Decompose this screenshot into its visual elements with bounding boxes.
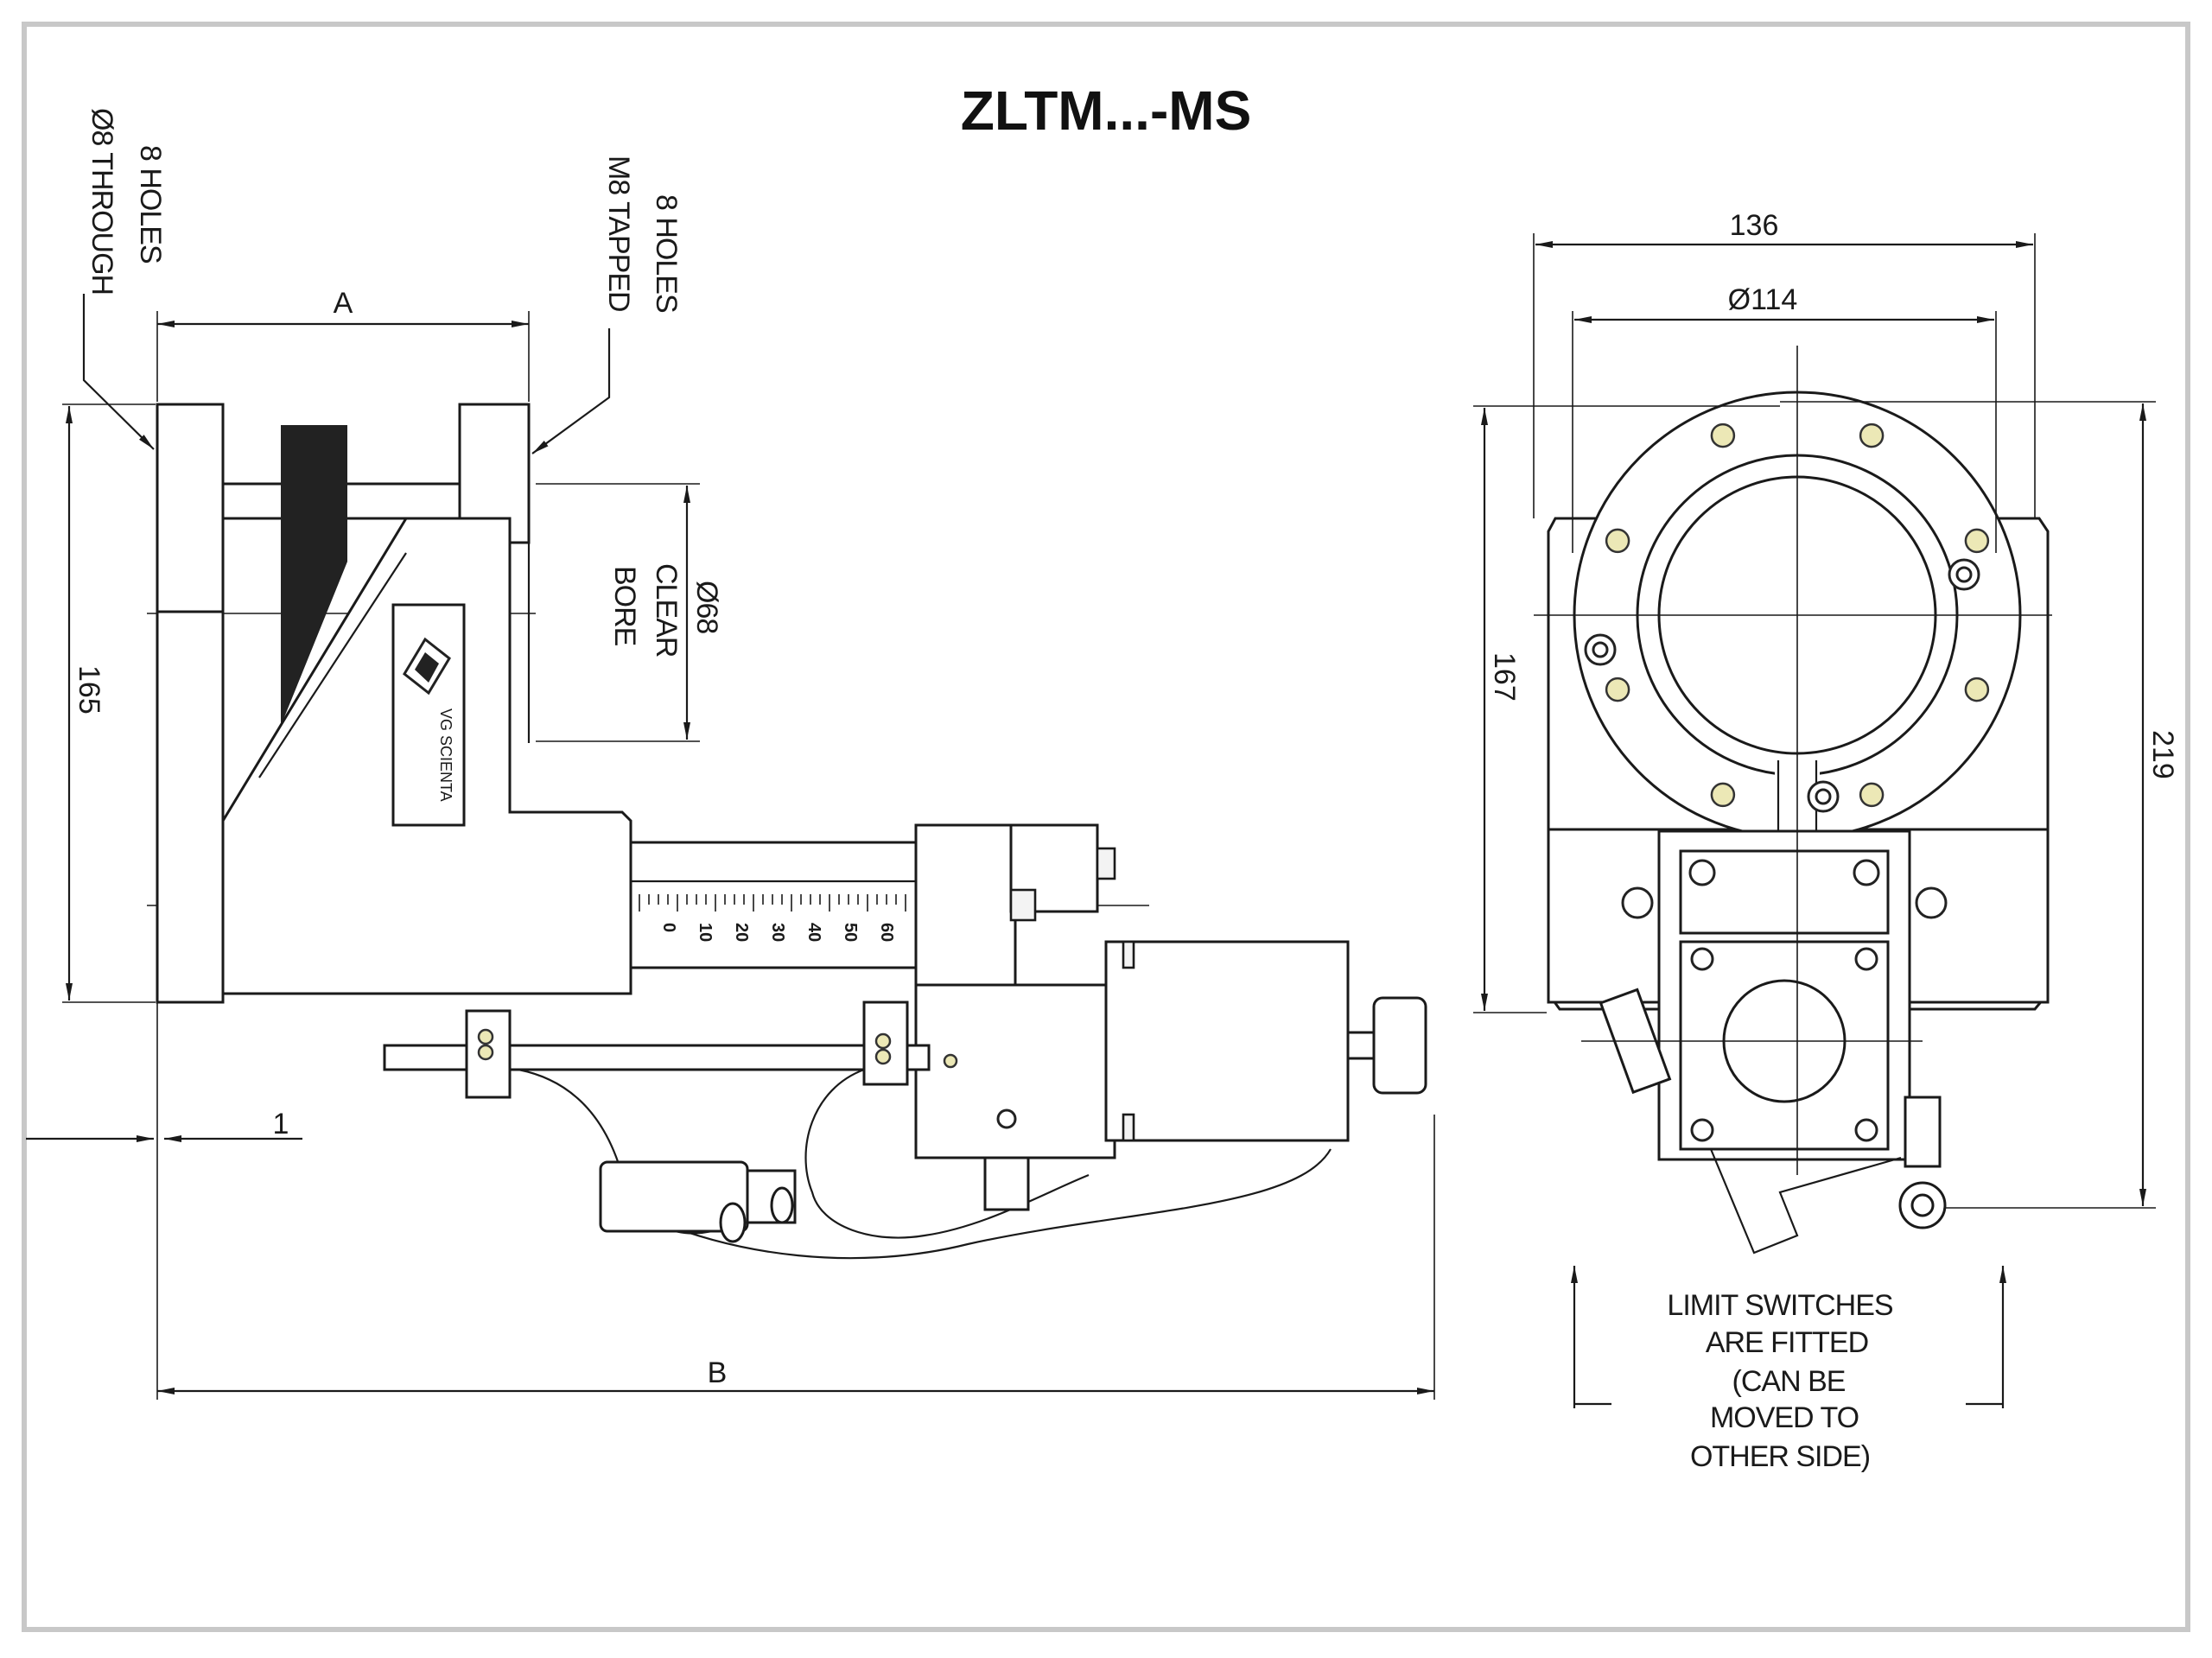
housing-screw [996,1109,1017,1129]
bracket-screw-2 [1009,888,1037,922]
motor-bracket [914,823,1017,1017]
scale-label: 10 [696,923,715,942]
scale-ticks [639,894,906,912]
limit-switch-right [862,1001,909,1086]
bore-note-3: BORE [608,566,641,646]
face-screw-bl [1690,1118,1714,1142]
bore-note-2: CLEAR [650,563,683,657]
flange-screw-bottom-core [1815,788,1832,805]
bolt-hole [1710,422,1736,448]
limit-note-1: LIMIT SWITCHES [1667,1289,1892,1322]
carriage-edge [258,552,407,778]
limit-note-5: OTHER SIDE) [1690,1440,1870,1473]
end-view: 136 Ø114 167 219 LIMIT SWITCHES ARE FITT… [1473,209,2179,1473]
switch-body [1904,1096,1942,1168]
connector-plug [719,1202,747,1243]
dim-167-label: 167 [1488,652,1521,702]
scale-label: 40 [804,923,823,942]
flange-screw-left-core [1592,641,1609,658]
drive-rail [629,841,918,969]
bolt-hole [1859,422,1885,448]
logo-icon [403,637,451,696]
cable-clamp [983,1156,1030,1211]
face-screw-tr [1854,947,1878,971]
switch-terminal [477,1028,494,1045]
motor-can [1104,940,1350,1142]
flange-lower [156,610,225,1004]
hole-note-right-2: M8 TAPPED [602,156,635,312]
limit-note-3: (CAN BE [1732,1365,1846,1398]
hole-note-left-1: 8 HOLES [134,145,167,264]
scale-label: 60 [877,923,896,942]
drawing-title: ZLTM...-MS [961,79,1252,142]
motor-tab-top [1122,940,1135,969]
bolt-hole [1710,782,1736,808]
leader-left [82,294,155,450]
connector-plug-2 [770,1186,794,1224]
bolt-hole [1605,677,1630,702]
dim-136-label: 136 [1730,209,1779,242]
logo-icon-fill [415,652,439,683]
logo-text: VG SCIENTA [437,708,454,802]
switch-roller-core [1910,1193,1935,1217]
page-border [22,22,2190,1632]
block-screw-left [1621,886,1654,919]
hole-note-left-2: Ø8 THROUGH [86,108,118,295]
switch-terminal-4 [874,1048,892,1065]
knob [1372,996,1427,1095]
bolt-holes [1605,422,1990,808]
hole-note-right-1: 8 HOLES [650,194,683,313]
bolt-hole [1964,677,1990,702]
mount-screw-tr [1853,859,1880,886]
logo-plate [391,603,466,827]
dim-1-label: 1 [273,1108,289,1140]
dim-219-label: 219 [2146,730,2179,779]
cable-motor [621,1148,1332,1260]
face-screw-tl [1690,947,1714,971]
motor-tab-bottom [1122,1113,1135,1142]
bolt-hole [1859,782,1885,808]
scale-label: 30 [768,923,787,942]
mount-screw-tl [1688,859,1716,886]
motor-housing [914,983,1116,1159]
switch-bracket [1709,1148,1902,1255]
bolt-hole [1964,528,1990,554]
bellows-band [281,425,347,726]
dim-165-label: 165 [73,665,105,715]
shaft-collar [1346,1031,1376,1060]
dim-A-label: A [334,287,353,320]
side-view: VG SCIENTA 010203040506070 [26,108,1435,1400]
bracket-screw [1096,847,1116,880]
scale-label: 50 [841,923,860,942]
flange-screw-right-core [1955,566,1973,583]
scale-label: 0 [659,923,678,932]
face-screw-br [1854,1118,1878,1142]
dim-B-label: B [708,1356,728,1389]
switch-terminal-2 [477,1044,494,1061]
leader-right [531,328,611,454]
scale-label: 20 [732,923,751,942]
indicator-dot [943,1053,958,1069]
motor-mount-top [1679,849,1890,935]
block-screw-right [1915,886,1948,919]
dim-114-label: Ø114 [1728,283,1798,316]
switch-terminal-3 [874,1032,892,1050]
limit-note-2: ARE FITTED [1706,1326,1868,1359]
bolt-hole [1605,528,1630,554]
bore-note-1: Ø68 [690,581,723,633]
limit-note-4: MOVED TO [1710,1401,1859,1434]
